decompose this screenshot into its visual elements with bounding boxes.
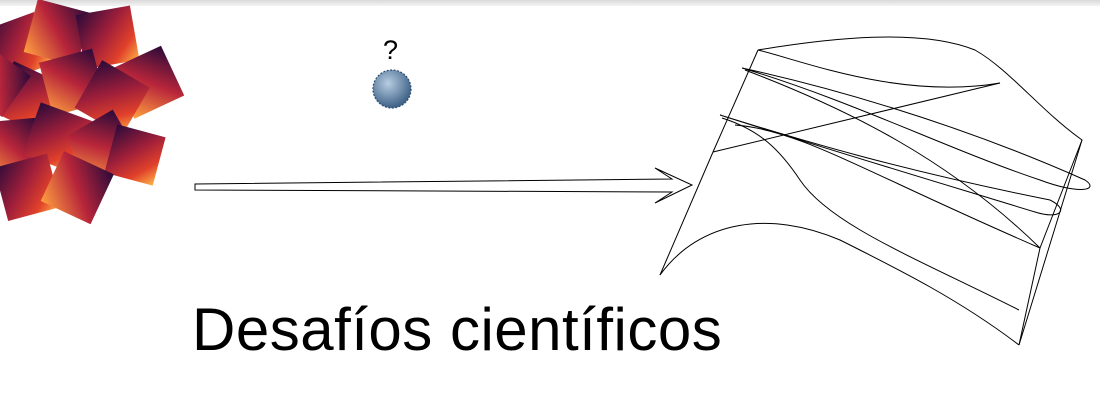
wireframe-surface-icon [659,36,1091,346]
slide-title: Desafíos científicos [192,296,723,363]
question-mark-label: ? [383,35,399,65]
long-arrow-right-icon [194,167,694,204]
tile-cluster-icon [0,0,185,225]
top-edge-bar [0,0,1100,6]
sphere-icon [372,69,412,109]
